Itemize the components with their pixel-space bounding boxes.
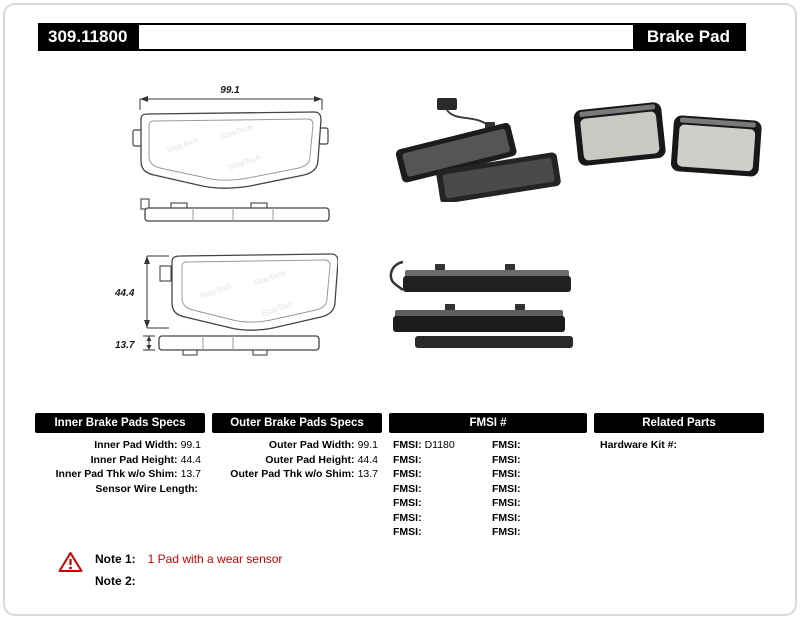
fmsi-label: FMSI:	[492, 497, 521, 509]
part-number: 309.11800	[40, 25, 140, 49]
warning-triangle-icon	[58, 552, 83, 572]
pad-profile-drawing-thickness: 13.7	[115, 335, 320, 356]
related-label: Hardware Kit #:	[600, 439, 678, 451]
spec-row: Inner Pad Thk w/o Shim:13.7	[35, 467, 205, 482]
note-2: Note 2:	[95, 574, 148, 588]
fmsi-row: FMSI:	[488, 496, 587, 511]
fmsi-row: FMSI:	[488, 525, 587, 540]
spec-value: 44.4	[180, 453, 201, 466]
inner-pad-profile-drawing	[140, 198, 330, 222]
related-parts-header: Related Parts	[594, 413, 764, 433]
spec-row: Inner Pad Height:44.4	[35, 453, 205, 468]
fmsi-row: FMSI:	[488, 482, 587, 497]
note-1: Note 1: 1 Pad with a wear sensor	[95, 552, 282, 566]
spec-value: 13.7	[357, 468, 378, 480]
fmsi-label: FMSI:	[492, 439, 521, 451]
header-spacer	[139, 25, 633, 49]
fmsi-label: FMSI:	[393, 497, 422, 509]
page-title: Brake Pad	[632, 25, 744, 49]
fmsi-label: FMSI:	[492, 468, 521, 480]
fmsi-column: FMSI # FMSI:D1180 FMSI: FMSI: FMSI: FMSI…	[389, 413, 587, 540]
fmsi-label: FMSI:	[492, 511, 521, 524]
spec-value: 13.7	[180, 468, 201, 480]
fmsi-label: FMSI:	[393, 468, 422, 480]
fmsi-label: FMSI:	[492, 482, 521, 495]
fmsi-row: FMSI:	[389, 453, 488, 468]
spec-label: Sensor Wire Length:	[95, 482, 198, 495]
inner-specs-header: Inner Brake Pads Specs	[35, 413, 205, 433]
specs-table: Inner Brake Pads Specs Inner Pad Width:9…	[35, 413, 765, 540]
related-parts-column: Related Parts Hardware Kit #:	[594, 413, 764, 540]
fmsi-label: FMSI:	[393, 453, 422, 466]
note-1-text: 1 Pad with a wear sensor	[147, 552, 283, 566]
spec-row: Outer Pad Thk w/o Shim:13.7	[212, 467, 382, 482]
fmsi-header: FMSI #	[389, 413, 587, 433]
outer-specs-header: Outer Brake Pads Specs	[212, 413, 382, 433]
fmsi-row: FMSI:D1180	[389, 438, 488, 453]
spec-value: 99.1	[180, 439, 201, 451]
note-2-label: Note 2:	[95, 574, 136, 588]
spec-label: Inner Pad Width:	[94, 439, 178, 451]
fmsi-row: FMSI:	[389, 482, 488, 497]
spec-row: Inner Pad Width:99.1	[35, 438, 205, 453]
fmsi-label: FMSI:	[492, 453, 521, 466]
fmsi-value: D1180	[424, 439, 455, 451]
pads-photo-angled-with-sensor	[395, 98, 561, 202]
inner-specs-column: Inner Brake Pads Specs Inner Pad Width:9…	[35, 413, 205, 540]
spec-value: 44.4	[357, 453, 378, 466]
fmsi-label: FMSI:	[393, 526, 422, 538]
fmsi-right-subcolumn: FMSI: FMSI: FMSI: FMSI: FMSI: FMSI: FMSI…	[488, 438, 587, 540]
spec-label: Outer Pad Height:	[265, 453, 355, 466]
spec-label: Outer Pad Thk w/o Shim:	[230, 468, 355, 480]
fmsi-row: FMSI:	[389, 511, 488, 526]
note-1-label: Note 1:	[95, 552, 136, 566]
header-bar: 309.11800 Brake Pad	[38, 23, 746, 51]
inner-pad-front-drawing: 99.1 StopTech StopTech StopTech	[132, 85, 329, 189]
fmsi-label: FMSI:	[492, 526, 521, 538]
dim-thickness-label: 13.7	[115, 340, 135, 351]
fmsi-row: FMSI:	[488, 453, 587, 468]
fmsi-row: FMSI:	[488, 511, 587, 526]
fmsi-left-subcolumn: FMSI:D1180 FMSI: FMSI: FMSI: FMSI: FMSI:…	[389, 438, 488, 540]
fmsi-label: FMSI:	[393, 511, 422, 524]
fmsi-row: FMSI:	[389, 496, 488, 511]
fmsi-row: FMSI:	[488, 438, 587, 453]
pads-photo-front-pair	[573, 102, 762, 177]
related-row: Hardware Kit #:	[594, 438, 764, 453]
spec-label: Inner Pad Thk w/o Shim:	[55, 468, 178, 480]
fmsi-row: FMSI:	[488, 467, 587, 482]
spec-row: Sensor Wire Length:	[35, 482, 205, 497]
spec-row: Outer Pad Height:44.4	[212, 453, 382, 468]
fmsi-label: FMSI:	[393, 439, 422, 451]
pads-photo-edge-view	[389, 260, 573, 348]
fmsi-row: FMSI:	[389, 467, 488, 482]
outer-specs-column: Outer Brake Pads Specs Outer Pad Width:9…	[212, 413, 382, 540]
spec-label: Inner Pad Height:	[90, 453, 178, 466]
fmsi-row: FMSI:	[389, 525, 488, 540]
dim-width-label: 99.1	[220, 85, 240, 96]
fmsi-label: FMSI:	[393, 482, 422, 495]
spec-row: Outer Pad Width:99.1	[212, 438, 382, 453]
spec-value: 99.1	[357, 439, 378, 451]
dim-height-label: 44.4	[114, 288, 135, 299]
pad-front-drawing-height: 44.4 StopTech StopTech StopTech	[114, 253, 338, 331]
spec-label: Outer Pad Width:	[268, 439, 355, 451]
